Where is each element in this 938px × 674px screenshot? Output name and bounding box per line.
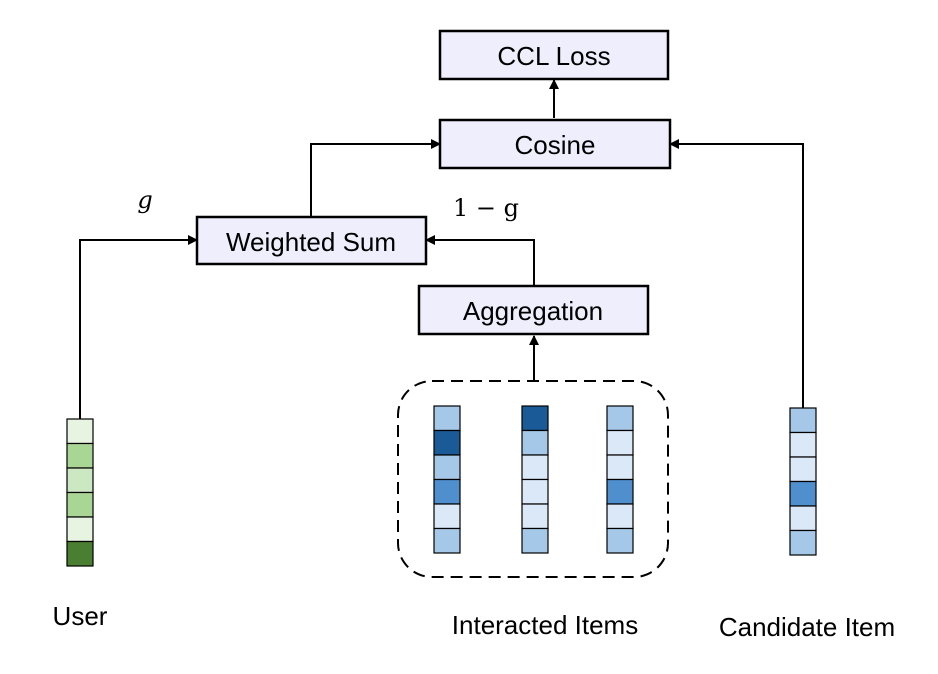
user-weight-label: g bbox=[137, 186, 152, 214]
embedding-cell bbox=[521, 429, 549, 456]
embedding-cell bbox=[66, 418, 94, 445]
embedding-cell bbox=[789, 431, 817, 458]
embedding-cell bbox=[66, 442, 94, 469]
aggregation-node: Aggregation bbox=[417, 284, 650, 336]
embedding-cell bbox=[606, 454, 634, 481]
ccl-loss-node: CCL Loss bbox=[438, 29, 670, 81]
embedding-cell bbox=[433, 527, 461, 554]
interacted-items-label: Interacted Items bbox=[452, 610, 638, 640]
embedding-cell bbox=[606, 527, 634, 554]
embedding-cell bbox=[789, 529, 817, 556]
embedding-cell bbox=[521, 454, 549, 481]
interacted-item-embedding-1 bbox=[433, 405, 461, 554]
interacted-item-embedding-3 bbox=[606, 405, 634, 554]
embedding-cell bbox=[433, 503, 461, 530]
user-embedding bbox=[66, 418, 94, 567]
edges bbox=[79, 79, 804, 419]
candidate-item-label: Candidate Item bbox=[719, 612, 895, 642]
user-label: User bbox=[53, 601, 108, 631]
items-weight-label: 1 − g bbox=[453, 194, 519, 222]
edge-aggregation-to-weighted-sum bbox=[425, 235, 535, 285]
embedding-cell bbox=[521, 503, 549, 530]
embedding-cell bbox=[789, 480, 817, 507]
embedding-cell bbox=[66, 467, 94, 494]
cosine-label: Cosine bbox=[515, 130, 596, 160]
embedding-cell bbox=[789, 505, 817, 532]
embedding-cell bbox=[606, 405, 634, 432]
embedding-cell bbox=[433, 454, 461, 481]
ccl-loss-label: CCL Loss bbox=[497, 41, 610, 71]
cosine-node: Cosine bbox=[438, 118, 672, 170]
embedding-cell bbox=[606, 478, 634, 505]
embedding-cell bbox=[66, 540, 94, 567]
aggregation-label: Aggregation bbox=[463, 296, 603, 326]
edge-user-to-weighted-sum bbox=[79, 235, 198, 419]
candidate-item-embedding bbox=[789, 407, 817, 556]
embedding-cell bbox=[433, 405, 461, 432]
embedding-cell bbox=[606, 429, 634, 456]
embedding-cell bbox=[66, 516, 94, 543]
weighted-sum-label: Weighted Sum bbox=[226, 227, 396, 257]
embedding-cell bbox=[433, 478, 461, 505]
embedding-cell bbox=[789, 456, 817, 483]
weighted-sum-node: Weighted Sum bbox=[195, 215, 428, 266]
embedding-cell bbox=[521, 527, 549, 554]
embedding-cell bbox=[789, 407, 817, 434]
embedding-cell bbox=[606, 503, 634, 530]
interacted-items-group bbox=[397, 380, 669, 578]
edge-candidate-to-cosine bbox=[669, 139, 804, 408]
edge-weighted-sum-to-cosine bbox=[310, 139, 441, 216]
embedding-cell bbox=[433, 429, 461, 456]
embedding-cell bbox=[66, 491, 94, 518]
embedding-cell bbox=[521, 405, 549, 432]
embedding-cell bbox=[521, 478, 549, 505]
interacted-item-embedding-2 bbox=[521, 405, 549, 554]
